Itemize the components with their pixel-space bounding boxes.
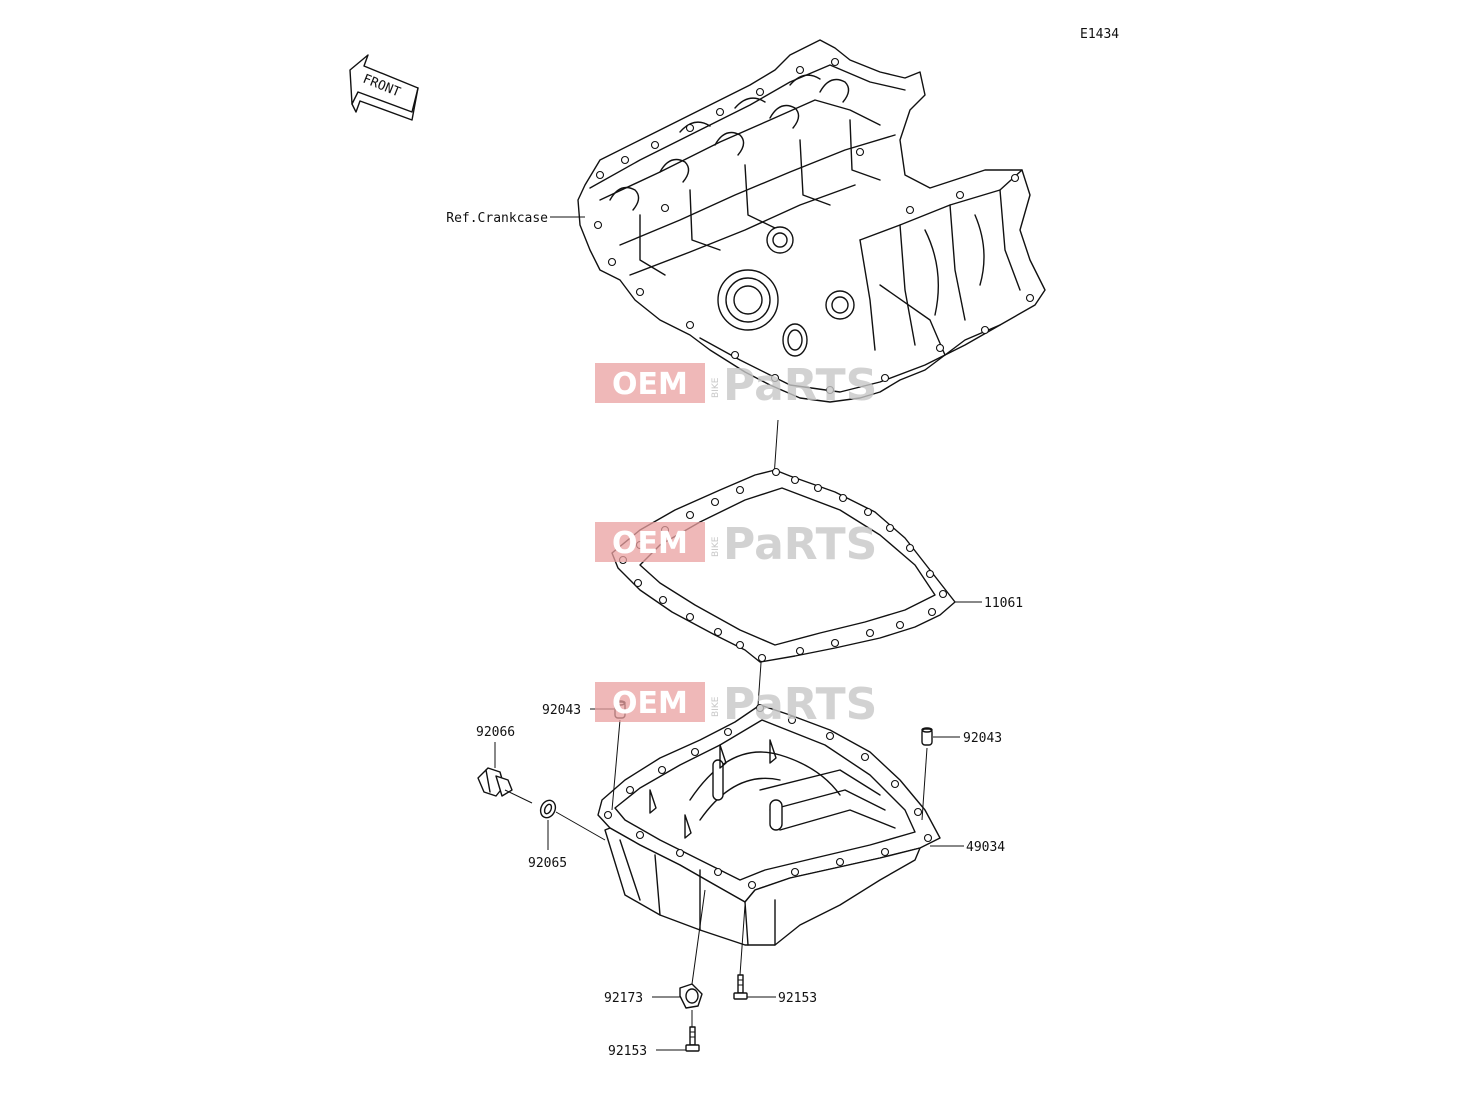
dowel-pin-right <box>921 727 933 746</box>
svg-text:OEM: OEM <box>612 367 688 402</box>
watermark-2: OEM BIKE PaRTS <box>595 519 877 570</box>
front-arrow-icon: FRONT <box>349 54 419 121</box>
diagram-code: E1434 <box>1080 27 1119 42</box>
washer-92065 <box>539 799 557 819</box>
label-dowel-right: 92043 <box>963 731 1002 746</box>
label-ref-crankcase: Ref.Crankcase <box>446 211 548 226</box>
clamp-92173 <box>679 983 703 1009</box>
bolt-right <box>733 974 748 1000</box>
crankcase-illustration <box>577 39 1046 403</box>
svg-text:PaRTS: PaRTS <box>723 679 877 730</box>
watermark-1: OEM BIKE PaRTS <box>595 360 877 411</box>
oil-pan-49034 <box>597 703 941 946</box>
label-bolt-right: 92153 <box>778 991 817 1006</box>
drain-plug-92066 <box>477 767 533 804</box>
label-drain-plug: 92066 <box>476 725 515 740</box>
bolt-bottom <box>685 1026 700 1052</box>
svg-text:BIKE: BIKE <box>711 377 721 398</box>
svg-text:BIKE: BIKE <box>711 696 721 717</box>
svg-text:OEM: OEM <box>612 526 688 561</box>
label-clamp: 92173 <box>604 991 643 1006</box>
label-bolt-bottom: 92153 <box>608 1044 647 1059</box>
watermark-3: OEM BIKE PaRTS <box>595 679 877 730</box>
svg-text:OEM: OEM <box>612 686 688 721</box>
label-washer: 92065 <box>528 856 567 871</box>
label-dowel-left: 92043 <box>542 703 581 718</box>
svg-text:PaRTS: PaRTS <box>723 519 877 570</box>
gasket-11061 <box>611 467 956 663</box>
label-oil-pan: 49034 <box>966 840 1005 855</box>
svg-text:BIKE: BIKE <box>711 536 721 557</box>
label-gasket: 11061 <box>984 596 1023 611</box>
svg-text:PaRTS: PaRTS <box>723 360 877 411</box>
